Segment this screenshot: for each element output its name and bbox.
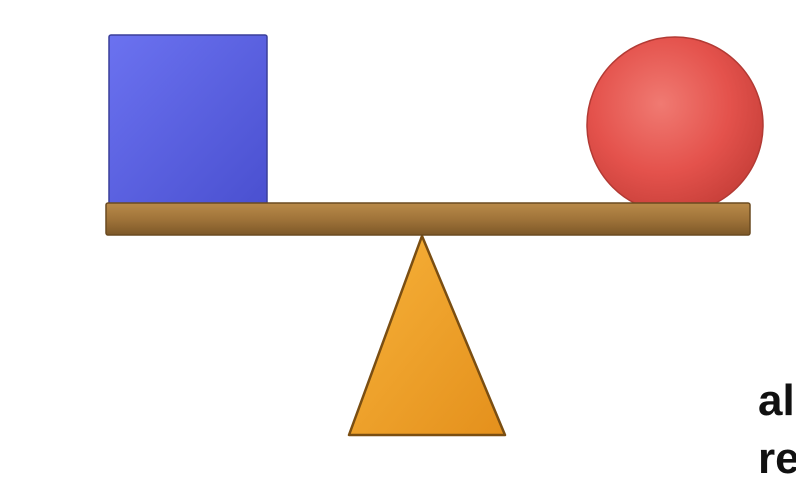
caption-text: al re [758,372,796,488]
caption-line-2: re [758,430,796,488]
fulcrum [349,236,505,435]
caption-line-1: al [758,372,796,430]
lever-plank [106,203,750,235]
blue-cube [109,35,267,205]
red-ball [587,37,763,213]
